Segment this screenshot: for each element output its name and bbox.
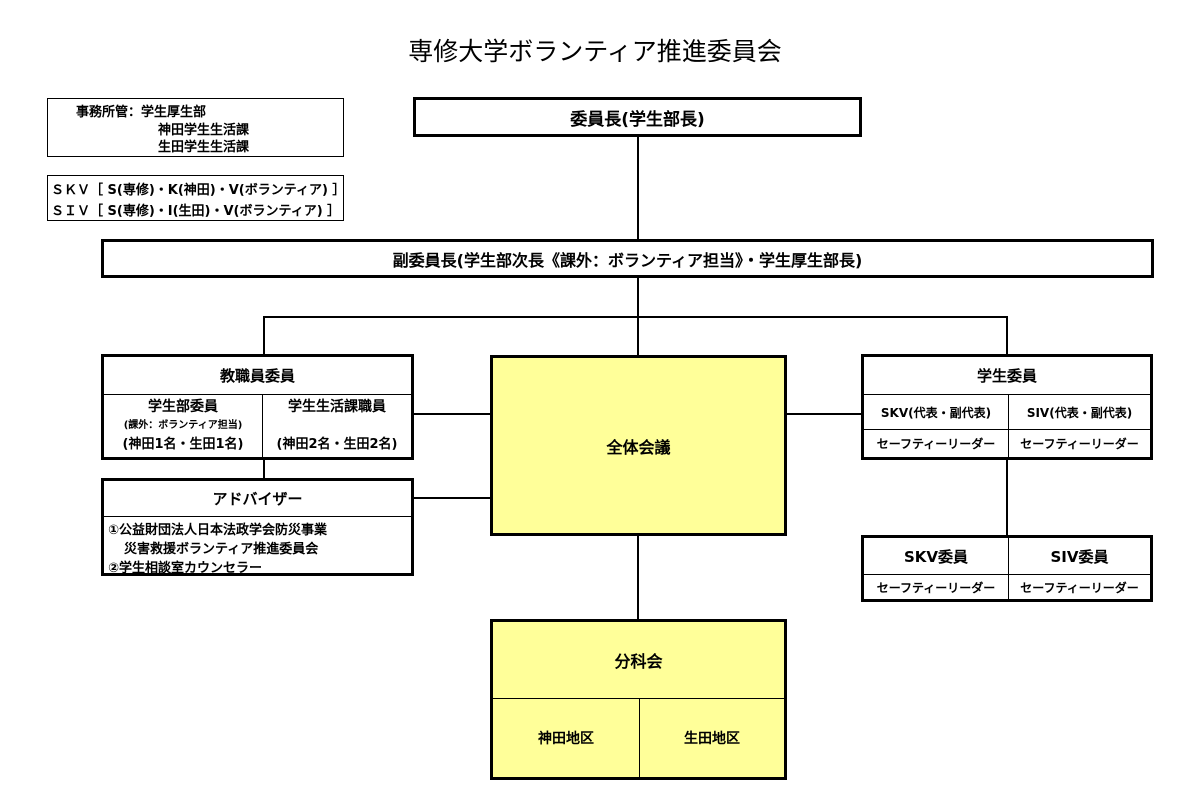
member-siv-leader: セーフティーリーダー [1008,574,1150,599]
subcommittee-kanda: 神田地区 [538,731,594,747]
abbreviation-box: ＳＫＶ［ S(専修)・K(神田)・V(ボランティア) ］ ＳＩＶ［ S(専修)・… [47,175,346,221]
staff-section-title: 学生生活課職員 [288,399,386,415]
abbreviation-siv: ＳＩＶ［ S(専修)・I(生田)・V(ボランティア) ］ [51,204,341,219]
connector-advisor-plenary [412,497,492,499]
advisor-header: アドバイザー [104,481,411,517]
advisor-box: アドバイザー ①公益財団法人日本法政学会防災事業 災害救援ボランティア推進委員会… [101,478,414,576]
member-box: SKV委員 SIV委員 セーフティーリーダー セーフティーリーダー [861,535,1153,602]
staff-committee-header: 教職員委員 [104,357,411,395]
member-skv: SKV委員 [903,547,969,566]
chair-box: 委員長(学生部長) [413,97,862,137]
connector-to-staff [263,316,265,356]
student-siv-rep: SIV(代表・副代表) [1008,395,1150,429]
subcommittee-ikuta: 生田地区 [639,699,784,777]
connector-plenary-subcommittee [637,535,639,621]
connector-staff-plenary [412,413,492,415]
member-skv-leader: セーフティーリーダー [864,574,1008,599]
student-skv-rep: SKV(代表・副代表) [880,405,992,420]
office-line-3: 生田学生生活課 [158,140,250,155]
connector-students-plenary [785,413,863,415]
advisor-item-2: ②学生相談室カウンセラー [108,561,263,576]
connector-students-members [1006,458,1008,537]
student-siv-leader: セーフティーリーダー [1008,429,1150,457]
staff-dept-cell: 学生部委員 (課外：ボランティア担当) (神田1名・生田1名) [104,395,262,457]
plenary-meeting-box: 全体会議 [490,355,787,536]
staff-dept-count: (神田1名・生田1名) [122,436,244,452]
staff-dept-title: 学生部委員 [148,399,218,415]
subcommittee-box: 分科会 神田地区 生田地区 [490,619,787,780]
connector-to-students [1006,316,1008,356]
staff-dept-note: (課外：ボランティア担当) [123,419,243,431]
staff-committee-box: 教職員委員 学生部委員 (課外：ボランティア担当) (神田1名・生田1名) 学生… [101,354,414,460]
member-siv: SIV委員 [1008,538,1150,574]
office-box: 事務所管：学生厚生部 神田学生生活課 生田学生生活課 [47,98,344,157]
student-skv-leader: セーフティーリーダー [864,429,1008,457]
page-title: 専修大学ボランティア推進委員会 [408,37,782,66]
abbreviation-skv: ＳＫＶ［ S(専修)・K(神田)・V(ボランティア) ］ [51,183,346,198]
vice-chair-box: 副委員長(学生部次長《課外：ボランティア担当》・学生厚生部長) [101,239,1154,278]
advisor-item-1-line-2: 災害救援ボランティア推進委員会 [124,542,319,557]
office-line-1: 事務所管：学生厚生部 [76,105,207,120]
subcommittee-header: 分科会 [493,622,784,699]
staff-section-cell: 学生生活課職員 (神田2名・生田2名) [262,395,411,457]
connector-chair-vice [637,136,639,239]
advisor-item-1-line-1: ①公益財団法人日本法政学会防災事業 [108,523,328,538]
office-line-2: 神田学生生活課 [158,123,250,138]
connector-branch-horizontal [263,316,1007,318]
staff-section-count: (神田2名・生田2名) [276,436,398,452]
student-committee-header: 学生委員 [864,357,1150,395]
connector-staff-advisor [263,458,265,479]
student-committee-box: 学生委員 SKV(代表・副代表) SIV(代表・副代表) セーフティーリーダー … [861,354,1153,460]
